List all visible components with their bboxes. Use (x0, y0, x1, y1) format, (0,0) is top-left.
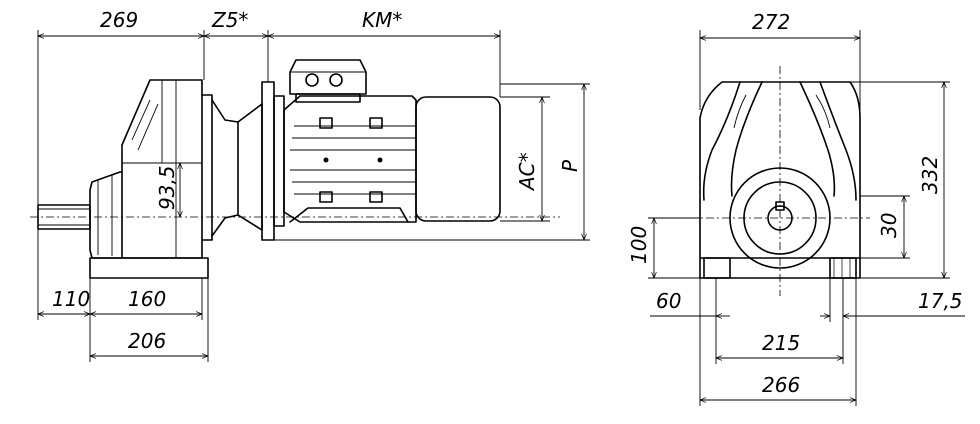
dim-foot-outer-side: 206 (128, 329, 166, 353)
motor-fan-cover (415, 96, 501, 222)
end-dimensions (648, 30, 965, 406)
end-view: 272 332 100 30 60 17,5 215 266 (627, 10, 965, 406)
dim-overall-length: 269 (100, 8, 138, 32)
dim-foot-thickness: 17,5 (918, 289, 963, 313)
side-view: 269 Z5* KM* AC* P 93,5 110 160 206 (30, 8, 590, 362)
dim-end-height: 332 (918, 156, 942, 194)
dim-foot-outer-end: 266 (762, 373, 800, 397)
gear-housing-front (89, 171, 123, 259)
dim-z5: Z5* (211, 8, 248, 32)
dim-width-top: 272 (752, 10, 790, 34)
dim-ac: AC* (515, 152, 539, 192)
dim-km: KM* (362, 8, 402, 32)
dim-axis-height-end: 100 (627, 226, 651, 264)
dim-foot-edge: 60 (656, 289, 681, 313)
motor-body (283, 95, 417, 223)
dim-foot-inner-end: 215 (762, 331, 800, 355)
dim-axis-height-side: 93,5 (155, 165, 179, 210)
dim-foot-inner-side: 160 (128, 287, 166, 311)
dim-shaft-length: 110 (52, 287, 90, 311)
dim-shaft: 30 (877, 213, 901, 238)
adapter-flange (201, 81, 285, 241)
side-dimensions (37, 30, 590, 362)
dim-p: P (558, 159, 582, 172)
terminal-box (289, 59, 367, 103)
mounting-foot (89, 257, 209, 279)
